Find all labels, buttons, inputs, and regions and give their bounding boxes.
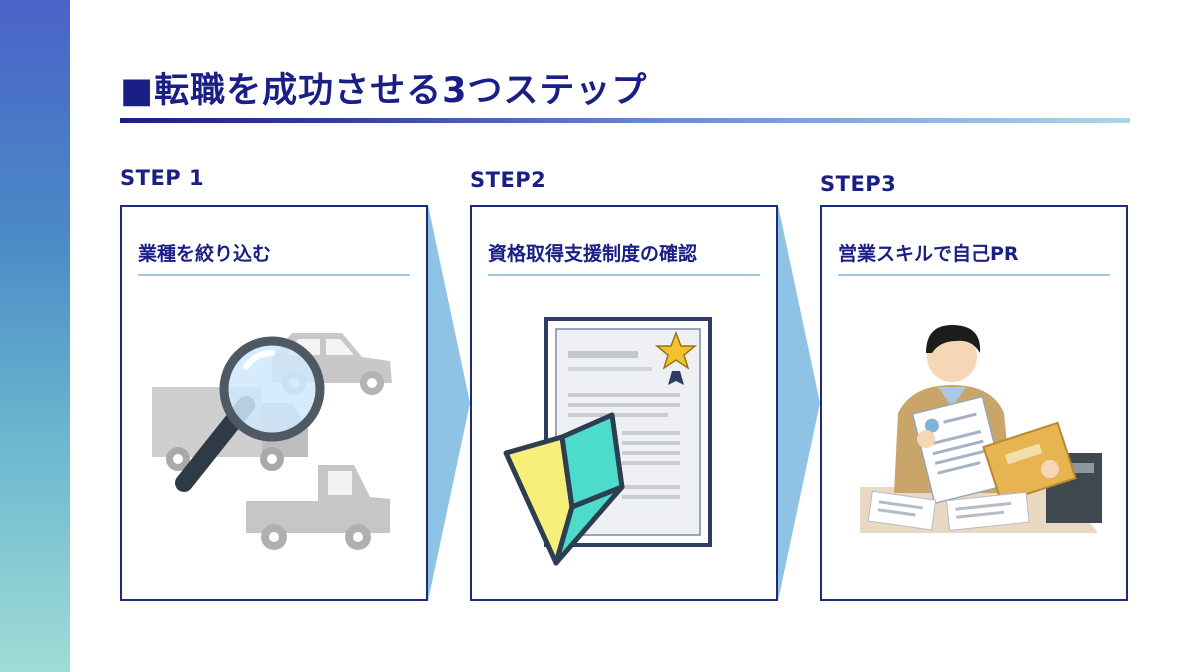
step-3-title-rule xyxy=(838,274,1110,276)
step-2-title-rule xyxy=(488,274,760,276)
magnifier-vehicles-icon xyxy=(152,333,392,550)
step-1-title: 業種を絞り込む xyxy=(138,243,272,265)
step-2-arrow xyxy=(778,205,820,601)
step-1-card: 業種を絞り込む xyxy=(120,205,428,601)
step-1-label: STEP 1 xyxy=(120,166,205,190)
certificate-beginner-mark-icon xyxy=(503,317,712,566)
step-1-title-rule xyxy=(138,274,410,276)
step-3-label: STEP3 xyxy=(820,172,897,196)
step-3-title: 営業スキルで自己PR xyxy=(838,243,1019,265)
decorative-side-band xyxy=(0,0,70,672)
step-2-title: 資格取得支援制度の確認 xyxy=(488,243,698,265)
step-3-card: 営業スキルで自己PR xyxy=(820,205,1128,601)
title-underline xyxy=(120,118,1130,123)
step-2-card: 資格取得支援制度の確認 xyxy=(470,205,778,601)
page-title: ■転職を成功させる3つステップ xyxy=(120,71,648,111)
step-2-label: STEP2 xyxy=(470,168,547,192)
step-1-arrow xyxy=(428,205,470,601)
person-with-resume-icon xyxy=(860,325,1102,533)
